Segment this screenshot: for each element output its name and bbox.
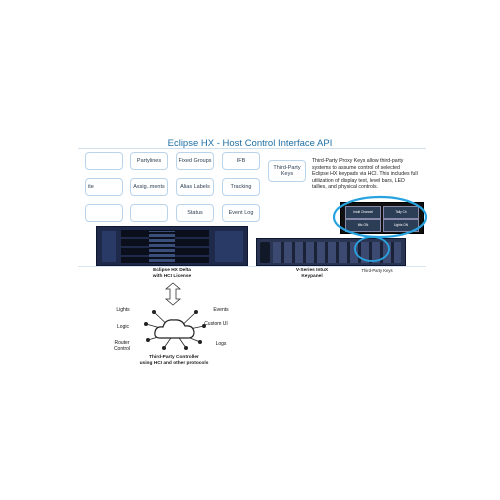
- rack-left-panel: [102, 231, 116, 262]
- box-assignments: Assig..ments: [130, 178, 168, 196]
- keypanel-key-array: [273, 242, 401, 263]
- third-party-keys-label: Third-Party Keys: [361, 268, 393, 273]
- bidirectional-arrow-icon: [164, 282, 182, 306]
- diagram-title: Eclipse HX - Host Control Interface API: [167, 138, 333, 149]
- highlight-ring-small: [354, 236, 390, 262]
- controller-item-events: Events: [213, 307, 229, 313]
- rack-card-stack: [149, 231, 175, 262]
- v-series-keypanel-device: [256, 238, 406, 266]
- key-lights-on: Lights ON: [383, 219, 419, 232]
- controller-item-logic: Logic: [117, 324, 129, 330]
- keypad-inset: Intuit Channel Tally Ch Mic ON Lights ON: [340, 202, 424, 234]
- box-empty-3: [130, 204, 168, 222]
- box-third-party-keys: Third-Party Keys: [268, 160, 306, 182]
- key-mic-on: Mic ON: [345, 219, 381, 232]
- api-frame: [78, 148, 426, 267]
- controller-item-logs: Logs: [215, 341, 227, 347]
- box-empty-2: [85, 204, 123, 222]
- key-tally: Tally Ch: [383, 206, 419, 219]
- highlight-ring-large: [332, 195, 428, 239]
- box-fixed-groups: Fixed Groups: [176, 152, 214, 170]
- keypanel-speaker: [260, 242, 270, 263]
- controller-item-router-control: Router Control: [113, 340, 131, 352]
- box-event-log: Event Log: [222, 204, 260, 222]
- box-alias-labels: Alias Labels: [176, 178, 214, 196]
- controller-item-lights: Lights: [116, 307, 130, 313]
- delta-caption: Eclipse HX Delta with HCI License: [152, 268, 192, 279]
- controller-caption: Third-Party Controller using HCI and oth…: [139, 355, 209, 366]
- box-empty-1: [85, 152, 123, 170]
- box-tracking: Tracking: [222, 178, 260, 196]
- box-ifb: IFB: [222, 152, 260, 170]
- controller-item-custom-ui: Custom UI: [204, 321, 228, 327]
- box-partylines: Partylines: [130, 152, 168, 170]
- eclipse-hx-delta-device: [96, 226, 248, 266]
- rack-right-panel: [215, 231, 243, 262]
- box-partial-left: ite: [85, 178, 123, 196]
- key-intuit-channel: Intuit Channel: [345, 206, 381, 219]
- proxy-keys-description: Third-Party Proxy Keys allow third-party…: [312, 158, 418, 191]
- box-status: Status: [176, 204, 214, 222]
- keypanel-caption: V-Series IntuX Keypanel: [295, 268, 329, 279]
- controller-cloud-diagram: [143, 310, 207, 351]
